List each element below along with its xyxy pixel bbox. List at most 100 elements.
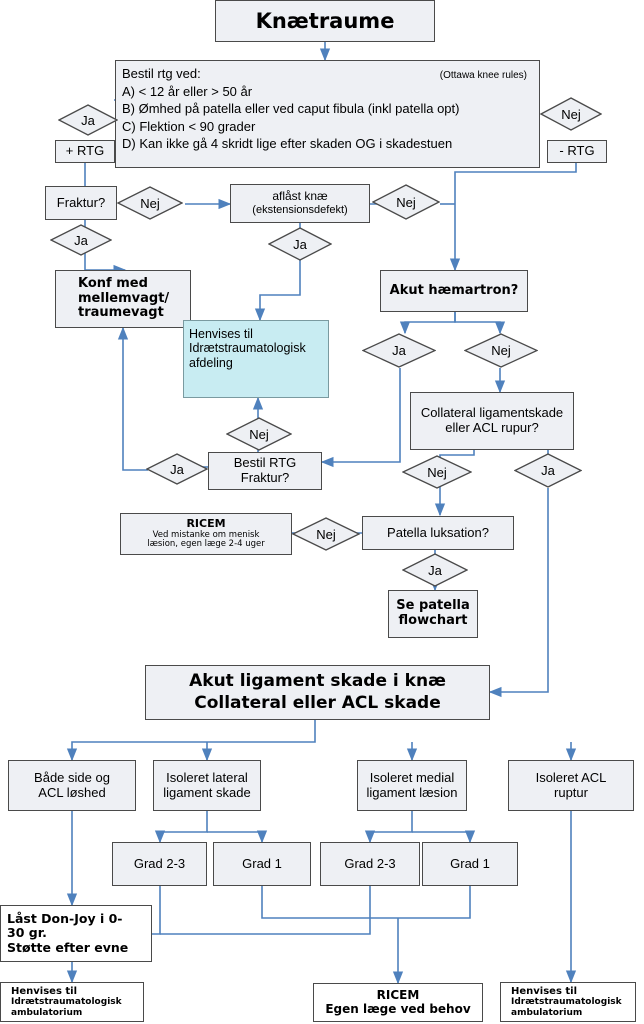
ricem-egen-laege-box: RICEM Egen læge ved behov (313, 983, 483, 1022)
diamond-ja-ottawa: Ja (58, 104, 118, 136)
konf-line3: traumevagt (78, 305, 164, 321)
iso-acl-line2: ruptur (554, 784, 588, 800)
iso-lateral-line1: Isoleret lateral (166, 769, 248, 785)
se-patella-box: Se patella flowchart (388, 590, 478, 638)
diamond-ja-patella-label: Ja (428, 562, 442, 578)
plus-rtg-box: + RTG (55, 140, 115, 163)
arrow-medial-grad1 (412, 830, 476, 844)
medial-grad1-box: Grad 1 (422, 842, 518, 886)
akut-haemartron-text: Akut hæmartron? (389, 282, 519, 298)
laast-line1: Låst Don-Joy i 0- (7, 910, 123, 926)
diamond-nej-ottawa: Nej (540, 97, 602, 131)
arrow-ja-to-bestil (320, 368, 401, 468)
diamond-nej-aflast-label: Nej (396, 194, 416, 210)
medial-grad23-text: Grad 2-3 (344, 855, 396, 871)
plus-rtg-text: + RTG (65, 143, 105, 159)
diamond-ja-aflast: Ja (268, 227, 332, 261)
diamond-nej-ottawa-label: Nej (561, 106, 581, 122)
medial-grad1-text: Grad 1 (450, 855, 490, 871)
laast-line3: Støtte efter evne (7, 939, 129, 955)
henvises-amb-left-box: Henvises til Idrætstraumatologisk ambula… (0, 982, 144, 1022)
diamond-ja-aflast-label: Ja (293, 236, 307, 252)
diamond-nej-bestil-label: Nej (249, 426, 269, 442)
ricem-bottom-line2: Egen læge ved behov (325, 1001, 471, 1016)
konf-mellemvagt-box: Konf med mellemvagt/ traumevagt (55, 270, 191, 328)
diamond-nej-patella-label: Nej (316, 526, 336, 542)
arrow-haemartron-left (399, 312, 456, 335)
diamond-nej-fraktur-label: Nej (140, 195, 160, 211)
henvises-afdeling-line1: Henvises til (189, 327, 253, 341)
line-lateral-grad1-to-ricem (261, 886, 471, 919)
collateral-question-box: Collateral ligamentskade eller ACL rupur… (410, 392, 574, 450)
fraktur-text: Fraktur? (56, 194, 106, 210)
ottawa-rule-a: A) < 12 år eller > 50 år (122, 83, 253, 99)
henvises-afdeling-line2: Idrætstraumatologisk (189, 341, 306, 356)
line-minus-rtg-branch (449, 163, 577, 272)
henvises-amb-right-box: Henvises til Idrætstraumatologisk ambula… (500, 982, 636, 1022)
line-akut-ligament-split (66, 720, 316, 762)
aflast-knae-box: aflåst knæ (ekstensionsdefekt) (230, 184, 370, 223)
diamond-nej-collateral-label: Nej (427, 464, 447, 480)
diamond-nej-aflast: Nej (372, 184, 440, 220)
lateral-grad1-box: Grad 1 (213, 842, 311, 886)
diamond-ja-haemartron: Ja (362, 333, 436, 368)
diamond-ja-collateral: Ja (514, 453, 582, 488)
arrow-medial-split (364, 811, 413, 844)
diamond-nej-fraktur: Nej (117, 186, 183, 220)
medial-grad23-box: Grad 2-3 (320, 842, 420, 886)
konf-line2: mellemvagt/ (78, 290, 170, 306)
arrow-haemartron-right (454, 312, 506, 335)
ricem-top-line3: læsion, egen læge 2-4 uger (147, 539, 265, 550)
henvises-afdeling-box: Henvises til Idrætstraumatologisk afdeli… (183, 320, 329, 398)
ottawa-rule-c: C) Flektion < 90 grader (122, 118, 256, 134)
henvises-amb-left-line2: Idrætstraumatologisk (11, 997, 122, 1008)
henvises-afdeling-line3: afdeling (189, 355, 233, 370)
baade-side-box: Både side og ACL løshed (8, 760, 136, 811)
ottawa-header: Bestil rtg ved: (122, 66, 201, 81)
akut-ligament-line2: Collateral eller ACL skade (194, 692, 441, 713)
fraktur-box: Fraktur? (45, 186, 117, 220)
henvises-amb-left-line1: Henvises til (11, 985, 78, 997)
iso-lateral-line2: ligament skade (163, 784, 251, 800)
henvises-amb-right-line1: Henvises til (511, 985, 578, 997)
diamond-ja-ottawa-label: Ja (81, 112, 95, 128)
collateral-line1: Collateral ligamentskade (420, 405, 564, 421)
iso-medial-line1: Isoleret medial (369, 769, 455, 785)
henvises-amb-left-line3: ambulatorium (11, 1007, 83, 1018)
ottawa-rule-d: D) Kan ikke gå 4 skridt lige efter skade… (122, 136, 453, 152)
baade-side-line2: ACL løshed (38, 784, 106, 800)
se-patella-line2: flowchart (398, 613, 468, 628)
ottawa-tag: (Ottawa knee rules) (439, 70, 527, 82)
ottawa-rule-b: B) Ømhed på patella eller ved caput fibu… (122, 101, 460, 117)
diamond-ja-haemartron-label: Ja (392, 343, 406, 358)
diamond-ja-collateral-label: Ja (541, 463, 555, 478)
bestil-rtg-box: Bestil RTG Fraktur? (208, 452, 322, 490)
se-patella-line1: Se patella (396, 598, 470, 614)
iso-lateral-box: Isoleret lateral ligament skade (153, 760, 261, 811)
ricem-menisk-box: RICEM Ved mistanke om menisk læsion, ege… (120, 513, 292, 555)
arrow-ja-to-akut-ligament (488, 488, 549, 698)
ricem-bottom-line1: RICEM (376, 987, 420, 1002)
bestil-rtg-line1: Bestil RTG (233, 455, 297, 471)
diamond-ja-bestil: Ja (146, 453, 208, 485)
minus-rtg-box: - RTG (547, 140, 607, 163)
diamond-nej-collateral: Nej (402, 455, 472, 489)
diamond-ja-bestil-label: Ja (170, 461, 184, 477)
arrow-lateral-grad1 (207, 830, 268, 844)
aflast-line1: aflåst knæ (272, 189, 328, 204)
baade-side-line1: Både side og (34, 769, 110, 785)
bestil-rtg-line2: Fraktur? (240, 470, 290, 485)
laast-donjoy-box: Låst Don-Joy i 0- 30 gr. Støtte efter ev… (0, 905, 152, 962)
iso-acl-line1: Isoleret ACL (535, 769, 607, 785)
akut-haemartron-box: Akut hæmartron? (380, 270, 528, 312)
iso-medial-line2: ligament læsion (366, 784, 458, 800)
akut-ligament-box: Akut ligament skade i knæ Collateral ell… (145, 665, 490, 720)
arrow-lateral-split (154, 811, 208, 844)
ottawa-rules-box: Bestil rtg ved: (Ottawa knee rules) A) <… (115, 60, 540, 168)
laast-line2: 30 gr. (7, 925, 47, 941)
collateral-line2: eller ACL rupur? (445, 420, 539, 435)
diamond-ja-fraktur-label: Ja (74, 232, 88, 248)
patella-luksation-box: Patella luksation? (362, 516, 514, 550)
diamond-nej-bestil: Nej (226, 417, 292, 451)
henvises-amb-right-line3: ambulatorium (511, 1007, 583, 1018)
